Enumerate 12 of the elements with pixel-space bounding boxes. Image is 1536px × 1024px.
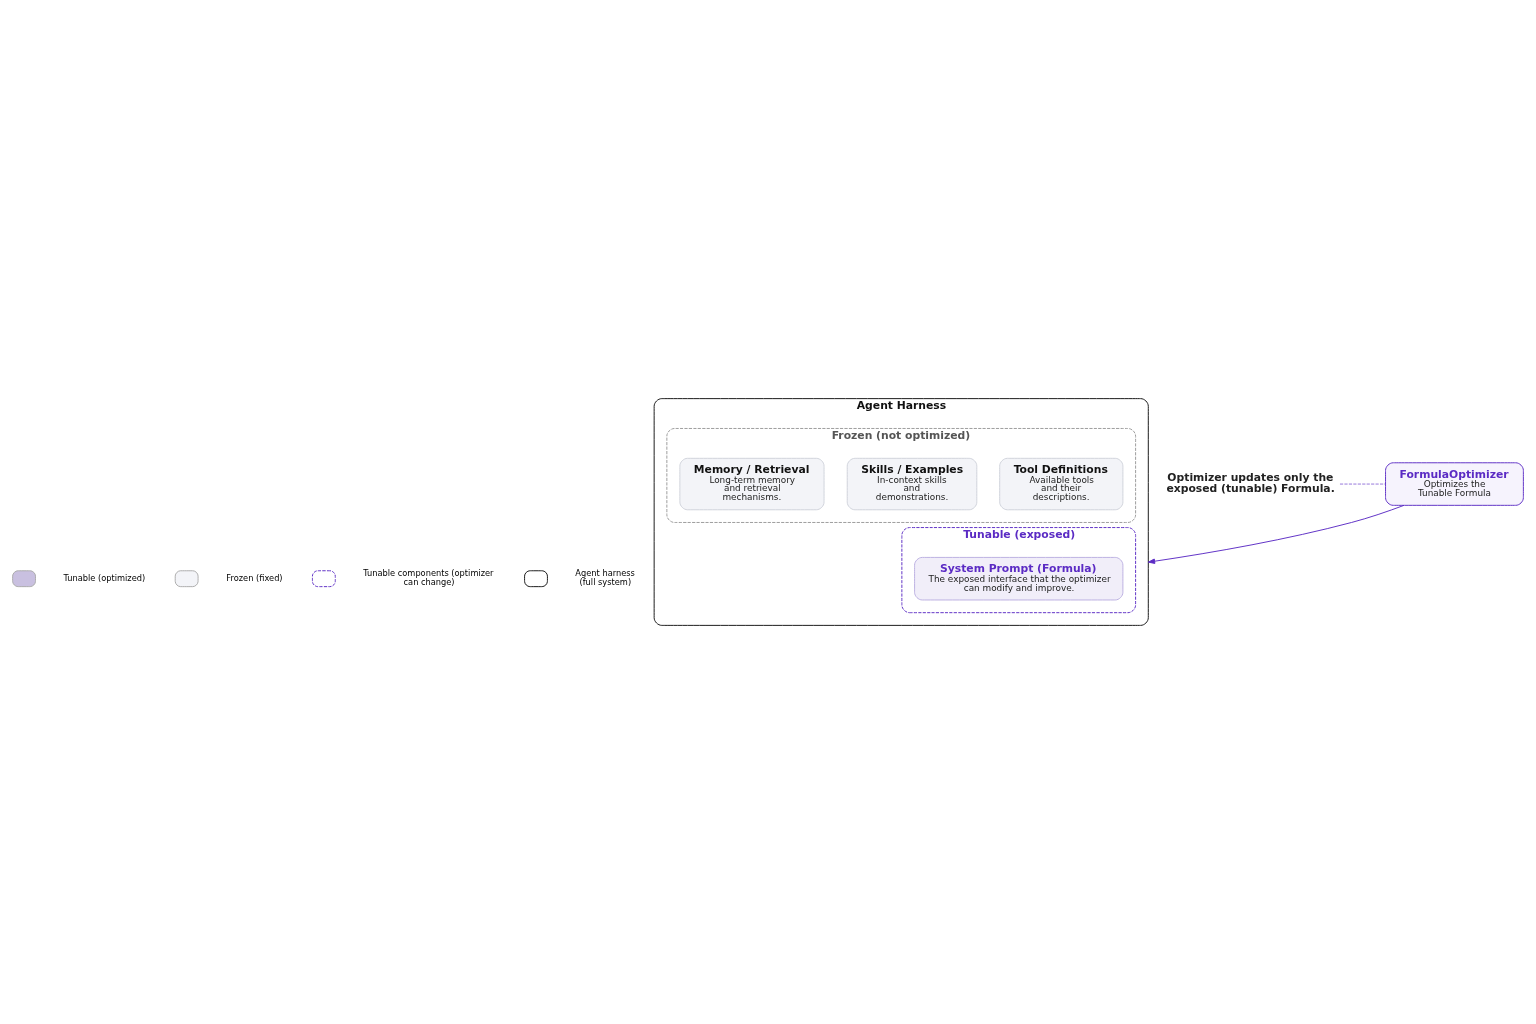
connector (1339, 483, 1386, 485)
node-text: Optimizer updates only the exposed (tunable) Formula. (1166, 471, 1335, 496)
legend-label: Tunable (optimized) (63, 572, 146, 583)
arrow (1147, 504, 1405, 564)
node-box: System Prompt (Formula) The exposed interface that the optimizer can modify and improve. (914, 556, 1124, 601)
legend-label: Frozen (fixed) (226, 572, 283, 583)
legend-label: Agent harness (full system) (575, 568, 635, 588)
node-box: FormulaOptimizer Optimizes the Tunable Formula (1385, 462, 1524, 506)
legend-label: Tunable components (optimizer can change) (363, 568, 494, 588)
node-box: Skills / Examples In-context skills and demonstrations. (846, 457, 978, 511)
node-box: Memory / Retrieval Long-term memory and retrieval mechanisms. (679, 457, 825, 511)
node-box: Tool Definitions Available tools and their descriptions. (999, 457, 1124, 511)
